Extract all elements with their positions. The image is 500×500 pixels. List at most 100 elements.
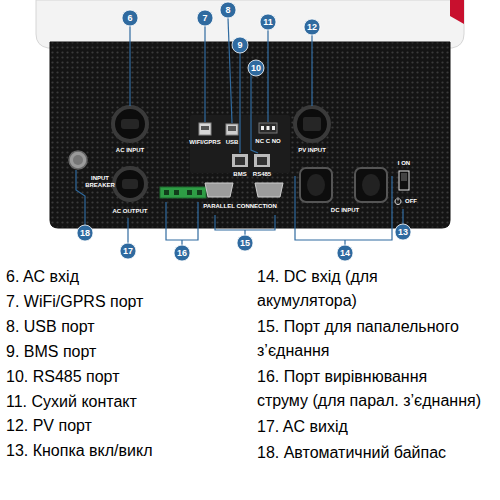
callout-circle [197, 10, 213, 26]
input-breaker [69, 151, 87, 169]
dc-input-port [355, 168, 387, 202]
leader-line [127, 218, 128, 243]
wifi-port-core [201, 126, 209, 130]
port-label: PARALLEL CONNECTION [203, 203, 276, 210]
callout-number: 18 [80, 229, 90, 238]
pv-input-port-core [303, 117, 321, 131]
port-label: BMS [233, 171, 246, 178]
leader-line [129, 26, 130, 106]
key-item: 14. DC вхід (для акумулятора) [257, 265, 482, 313]
leader-line [311, 35, 312, 106]
inverter-housing [36, 0, 464, 228]
dry-contact [259, 123, 277, 133]
dc-input-port-core [362, 174, 380, 196]
dc-input-port-core [307, 174, 325, 196]
key-item: 7. WiFi/GPRS порт [6, 290, 143, 314]
key-item: 9. BMS порт [6, 340, 96, 364]
callout-number: 12 [307, 23, 317, 32]
dry-contact-pin [272, 126, 275, 130]
current-sharing-port [160, 187, 206, 198]
callout-circle [77, 225, 93, 241]
key-item: 16. Порт вирівнювання струму (для парал.… [257, 365, 482, 413]
port-label: WIFI/GPRS [189, 139, 220, 146]
leader-line [204, 26, 205, 122]
callout-circle [237, 235, 253, 251]
housing-red-trim [450, 0, 464, 24]
callout-number: 17 [123, 247, 133, 256]
callout-number: 11 [263, 18, 273, 27]
key-item: 11. Сухий контакт [6, 390, 137, 414]
callout-circle [220, 2, 236, 18]
current-sharing-pin [187, 190, 192, 195]
callout-circle [260, 14, 276, 30]
ac-output-port [114, 168, 146, 200]
bms-port [232, 154, 248, 167]
key-item: 10. RS485 порт [6, 365, 120, 389]
current-sharing-pin [197, 190, 202, 195]
port-label: PV INPUT [298, 147, 326, 154]
usb-port-core [228, 126, 236, 131]
key-item: 13. Кнопка вкл/викл [6, 439, 153, 463]
port-label: USB [226, 139, 239, 146]
callout-circles [77, 2, 411, 261]
callout-circle [232, 37, 248, 53]
power-icon [398, 198, 399, 201]
power-switch-rocker [401, 173, 407, 181]
dry-contact-pin [267, 126, 270, 130]
housing-back-panel [50, 42, 450, 228]
key-item: 6. AC вхід [6, 265, 79, 289]
usb-port [226, 124, 238, 135]
leader-line [267, 30, 268, 122]
port-label: AC INPUT [116, 147, 144, 154]
parallel-port [205, 183, 233, 197]
key-item: 15. Порт для папалельного з’єднання [257, 315, 482, 363]
callout-circle [174, 245, 190, 261]
ac-input-port [113, 107, 147, 141]
callout-number: 10 [251, 64, 261, 73]
rs485-port-core [257, 157, 267, 165]
leader-line [239, 53, 240, 153]
callout-circle [248, 60, 264, 76]
current-sharing-pin [164, 190, 169, 195]
callout-number: 13 [398, 228, 408, 237]
callout-circle [395, 224, 411, 240]
input-breaker-core [73, 155, 83, 165]
callout-circle [122, 10, 138, 26]
bms-port-core [235, 157, 245, 165]
bracket-line [295, 176, 392, 245]
callout-circle [337, 245, 353, 261]
leader-line [228, 18, 232, 123]
housing-top-cap [36, 0, 464, 48]
ports [69, 107, 409, 204]
bracket-line [215, 215, 275, 235]
key-item: 18. Автоматичний байпас [257, 441, 482, 465]
port-label: RS485 [253, 171, 271, 178]
parallel-port [255, 183, 283, 197]
port-label: DC INPUT [331, 207, 359, 214]
callout-number: 9 [237, 41, 242, 50]
port-label: NC C NO [255, 138, 280, 145]
ac-input-port-core [121, 119, 139, 129]
wifi-port [199, 123, 211, 135]
callout-number: 14 [340, 249, 350, 258]
callout-number: 7 [202, 14, 207, 23]
callout-number: 8 [225, 6, 230, 15]
bracket-line [166, 202, 198, 245]
dry-contact-pin [261, 126, 264, 130]
port-label: AC OUTPUT [113, 208, 148, 215]
callout-number: 16 [177, 249, 187, 258]
ac-output-port-core [122, 179, 138, 189]
switch-label: OFF [405, 198, 417, 205]
current-sharing-pin [174, 190, 179, 195]
leader-lines [76, 18, 403, 245]
power-switch [399, 171, 409, 190]
key-item: 12. PV порт [6, 414, 92, 438]
callout-circle [120, 243, 136, 259]
rs485-port [254, 154, 270, 167]
switch-label: I ON [398, 160, 410, 167]
leader-line [76, 170, 85, 225]
pv-input-port [295, 107, 329, 141]
leader-line [402, 209, 403, 224]
